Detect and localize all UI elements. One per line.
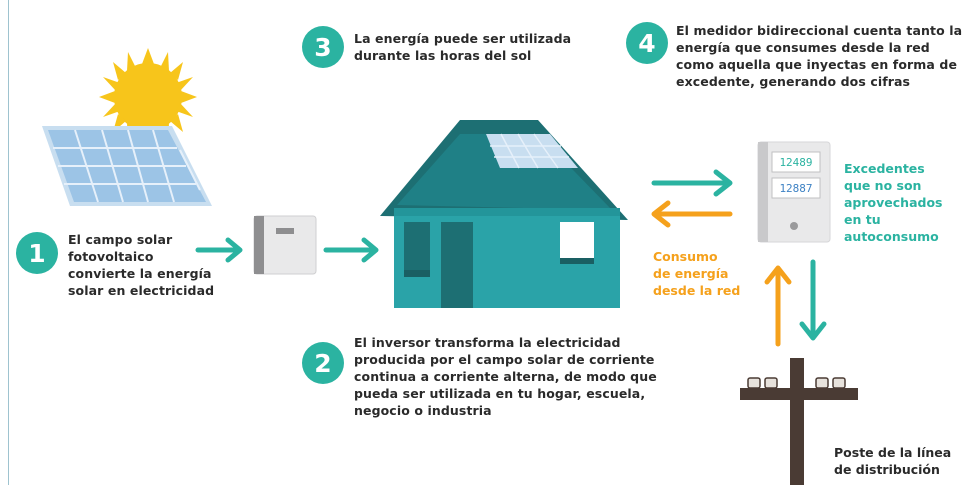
sun-icon xyxy=(99,48,197,146)
excedentes-label: Excedentes que no son aprovechados en tu… xyxy=(844,161,943,244)
step-number-badge: 1 xyxy=(16,232,58,274)
step-2: 2 El inversor transforma la electricidad… xyxy=(302,334,657,419)
diagram-frame xyxy=(8,0,964,485)
step-number-badge: 4 xyxy=(626,22,668,64)
step-1: 1 El campo solar fotovoltaico convierte … xyxy=(16,232,214,299)
house-icon xyxy=(380,120,628,308)
arrow-icon xyxy=(195,237,379,263)
arrow-icon xyxy=(651,169,733,228)
inverter-icon xyxy=(253,215,317,275)
utility-pole-icon xyxy=(740,358,858,485)
consumo-label: Consumo de energía desde la red xyxy=(653,249,741,298)
step-3: 3 La energía puede ser utilizada durante… xyxy=(302,26,571,68)
step-4: 4 El medidor bidireccional cuenta tanto … xyxy=(626,22,962,90)
arrow-icon xyxy=(764,259,827,347)
meter-icon xyxy=(757,141,831,243)
meter-reading-excedentes: 12489 xyxy=(779,156,813,169)
step-number-badge: 2 xyxy=(302,342,344,384)
step-1-text: El campo solar fotovoltaico convierte la… xyxy=(68,232,215,298)
step-number-badge: 3 xyxy=(302,26,344,68)
step-4-text: El medidor bidireccional cuenta tanto la… xyxy=(676,23,963,89)
poste-label: Poste de la línea de distribución xyxy=(834,445,952,477)
solar-panel-icon xyxy=(42,126,212,206)
step-2-text: El inversor transforma la electricidad p… xyxy=(354,335,657,418)
step-3-text: La energía puede ser utilizada durante l… xyxy=(354,31,572,63)
meter-reading-consumo: 12887 xyxy=(779,182,813,195)
